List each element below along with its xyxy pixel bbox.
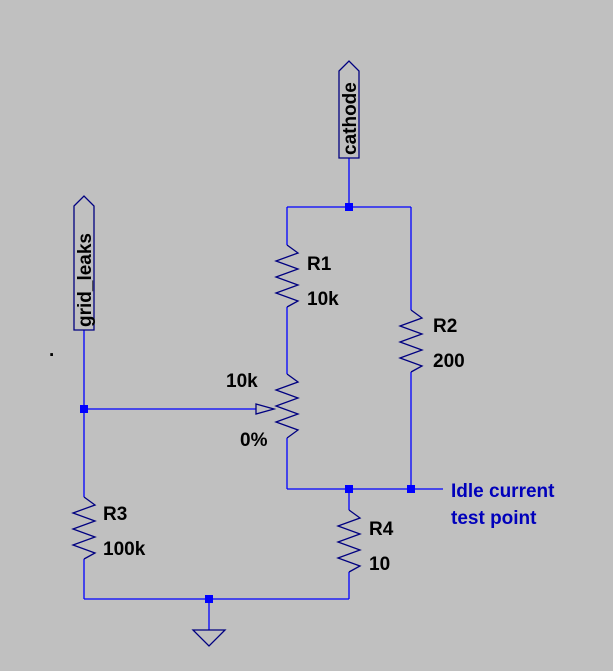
junction-wiper	[80, 405, 88, 413]
resistor-r1[interactable]: R1 10k	[274, 244, 339, 310]
junction-ground	[205, 595, 213, 603]
resistor-r1-value: 10k	[307, 289, 339, 310]
resistor-r3-body	[71, 496, 97, 560]
net-flag-cathode	[338, 60, 360, 159]
resistor-r2[interactable]: R2 200	[398, 309, 465, 373]
resistor-r3-value: 100k	[103, 539, 146, 560]
junction-test-point	[407, 485, 415, 493]
resistor-r1-body	[274, 244, 300, 308]
potentiometer[interactable]: 10k 0%	[226, 371, 300, 451]
potentiometer-value: 10k	[226, 371, 258, 392]
resistor-r2-body	[398, 309, 424, 373]
resistor-r2-value: 200	[433, 351, 465, 372]
resistor-r4-name: R4	[369, 519, 394, 540]
annotation-line-2: test point	[451, 508, 537, 529]
ground-symbol[interactable]	[191, 629, 227, 647]
potentiometer-body	[274, 373, 300, 439]
junction-r4	[345, 485, 353, 493]
junctions	[80, 203, 415, 603]
resistor-r1-name: R1	[307, 254, 332, 275]
net-label-cathode[interactable]: cathode	[338, 60, 361, 159]
wires	[83, 158, 443, 630]
resistor-r4[interactable]: R4 10	[336, 509, 394, 575]
resistor-r3[interactable]: R3 100k	[71, 496, 146, 560]
resistor-r3-name: R3	[103, 504, 127, 525]
net-label-grid-leaks[interactable]: grid_leaks	[73, 195, 96, 331]
resistor-r4-body	[336, 509, 362, 573]
stray-dot: .	[49, 340, 54, 361]
junction-top	[345, 203, 353, 211]
net-label-grid-leaks-text: grid_leaks	[75, 233, 96, 327]
potentiometer-position: 0%	[240, 430, 268, 451]
annotation-line-1: Idle current	[451, 481, 555, 502]
net-flag-grid-leaks	[73, 195, 95, 331]
resistor-r4-value: 10	[369, 554, 390, 575]
potentiometer-wiper-arrow	[255, 403, 277, 415]
resistor-r2-name: R2	[433, 316, 457, 337]
test-point-annotation[interactable]: Idle current test point	[451, 481, 555, 529]
net-label-cathode-text: cathode	[340, 82, 361, 155]
